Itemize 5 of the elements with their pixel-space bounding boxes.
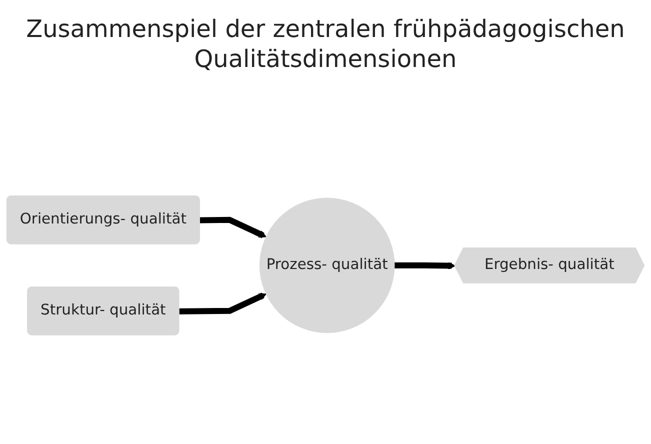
diagram-title: Zusammenspiel der zentralen frühpädagogischen Qualitätsdimensionen (25, 14, 626, 75)
arrow (179, 292, 267, 314)
arrow (200, 216, 267, 238)
node-circle: Prozess- qualität (259, 197, 395, 333)
arrow (394, 262, 456, 270)
